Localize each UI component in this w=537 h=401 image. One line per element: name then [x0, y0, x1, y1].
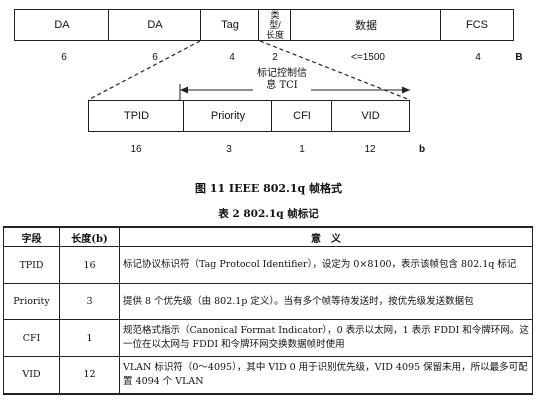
table-cell-length: 1: [59, 319, 120, 357]
tci-arrowhead-left: [180, 86, 188, 94]
tci-field-label: Priority: [210, 110, 246, 122]
tci-field-label: VID: [361, 110, 380, 122]
frame-size-type-length: 2: [272, 52, 278, 63]
table-header-length: 长度(b): [59, 226, 120, 247]
table-cell-meaning: 规范格式指示（Canonical Format Indicator），0 表示以…: [119, 319, 533, 357]
tci-size-priority: 3: [226, 144, 232, 155]
table-cell-field: CFI: [3, 319, 60, 357]
tci-size-vid: 12: [364, 144, 376, 155]
tci-field-tpid: TPID: [88, 100, 185, 132]
table-row: Priority 3 提供 8 个优先级（由 802.1p 定义）。当有多个帧等…: [3, 283, 533, 320]
table-row: CFI 1 规范格式指示（Canonical Format Indicator）…: [3, 319, 533, 357]
tci-field-priority: Priority: [183, 100, 273, 132]
tci-field-vid: VID: [331, 100, 410, 132]
frame-field-da-2: DA: [108, 9, 202, 41]
tci-label: 标记控制信息 TCI: [253, 68, 311, 92]
frame-field-label: DA: [147, 19, 163, 31]
frame-size-fcs: 4: [475, 52, 481, 63]
frame-field-label: FCS: [466, 19, 488, 31]
table-cell-field: TPID: [3, 246, 60, 284]
table-cell-field: VID: [3, 356, 60, 394]
frame-field-label: 类型/长度: [265, 10, 284, 40]
frame-field-tag: Tag: [200, 9, 260, 41]
table-cell-meaning: VLAN 标识符（0～4095），其中 VID 0 用于识别优先级，VID 40…: [119, 356, 533, 394]
frame-size-tag: 4: [229, 52, 235, 63]
frame-field-da-1: DA: [14, 9, 110, 41]
tci-field-label: TPID: [123, 110, 150, 122]
tci-size-cfi: 1: [299, 144, 305, 155]
table-cell-field: Priority: [3, 283, 60, 320]
frame-size-data: <=1500: [351, 52, 385, 63]
table-header-row: 字段 长度(b) 意 义: [3, 226, 533, 247]
frame-size-da-1: 6: [61, 52, 67, 63]
table-header-meaning: 意 义: [119, 226, 533, 247]
tci-field-label: CFI: [293, 110, 311, 122]
table-caption: 表 2 802.1q 帧标记: [218, 208, 319, 220]
tci-arrowhead-right: [402, 86, 410, 94]
table-row: VID 12 VLAN 标识符（0～4095），其中 VID 0 用于识别优先级…: [3, 356, 533, 394]
table-cell-length: 16: [59, 246, 120, 284]
table-row: TPID 16 标记协议标识符（Tag Protocol Identifier）…: [3, 246, 533, 284]
table-header-field: 字段: [3, 226, 60, 247]
expansion-line-left: [87, 40, 201, 101]
figure-caption: 图 11 IEEE 802.1q 帧格式: [194, 182, 343, 195]
frame-field-label: DA: [54, 19, 70, 31]
tag-fields-table: 字段 长度(b) 意 义 TPID 16 标记协议标识符（Tag Protoco…: [3, 226, 533, 395]
tci-field-cfi: CFI: [271, 100, 333, 132]
frame-unit: B: [515, 52, 523, 63]
tci-size-tpid: 16: [130, 144, 142, 155]
tci-unit: b: [418, 144, 426, 155]
frame-field-fcs: FCS: [440, 9, 514, 41]
frame-field-label: 数据: [355, 20, 377, 32]
frame-field-data: 数据: [290, 9, 442, 41]
table-cell-length: 12: [59, 356, 120, 394]
table-cell-length: 3: [59, 283, 120, 320]
frame-field-label: Tag: [221, 19, 239, 31]
table-cell-meaning: 提供 8 个优先级（由 802.1p 定义）。当有多个帧等待发送时，按优先级发送…: [119, 283, 533, 320]
table-cell-meaning: 标记协议标识符（Tag Protocol Identifier），设定为 0×8…: [119, 246, 533, 284]
frame-size-da-2: 6: [152, 52, 158, 63]
